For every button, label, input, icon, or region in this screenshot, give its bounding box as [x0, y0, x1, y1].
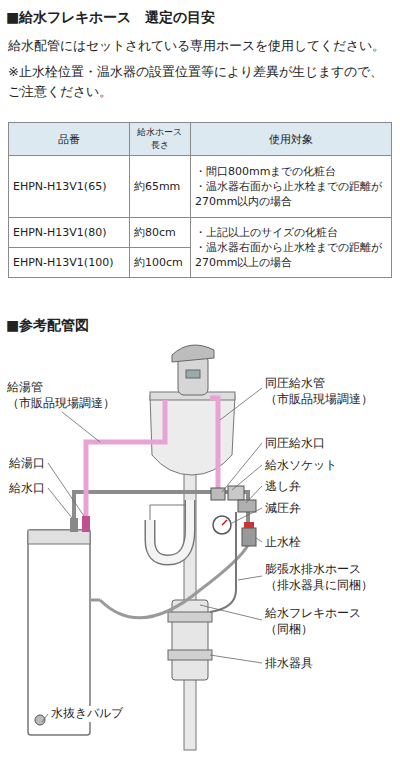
table-header: 品番: [13, 132, 125, 147]
usage-note: 給水配管にはセットされている専用ホースを使用してください。: [8, 38, 396, 54]
selection-table: 品番給水ホース長さ使用対象 EHPN-H13V1(65) 約65mm ・間口800mm…: [8, 122, 392, 278]
section-heading: ■参考配管図: [6, 316, 206, 334]
table-cell: 約100cm: [134, 255, 186, 270]
table-cell: ・温水器右面から止水栓までの距離が270mm以内の場合: [195, 179, 387, 209]
callout-label: 減圧弁: [264, 501, 302, 517]
callout-label: 同圧給水管 （市販品現場調達）: [264, 376, 396, 407]
section-heading: ■給水フレキホース 選定の目安: [6, 8, 394, 26]
table-cell: EHPN-H13V1(100): [13, 256, 125, 269]
callout-label: 同圧給水口: [264, 436, 326, 452]
callout-label: 止水栓: [264, 535, 302, 551]
callout-label: 給水口: [8, 481, 46, 497]
callout-label: 給水ソケット: [264, 458, 338, 474]
callout-label: 給湯管 （市販品現場調達）: [6, 380, 120, 411]
table-header: 給水ホース長さ: [134, 126, 186, 152]
table-cell: 約80cm: [134, 225, 186, 240]
callout-label: 逃し弁: [264, 479, 302, 495]
table-cell: 約65mm: [134, 179, 186, 194]
callout-label: 膨張水排水ホース （排水器具に同梱）: [264, 562, 396, 593]
table-header: 使用対象: [195, 132, 387, 147]
callout-label: 排水器具: [264, 656, 314, 672]
caution-note: ※止水栓位置・温水器の設置位置等により差異が生じますので、ご注意ください。: [8, 62, 394, 101]
table-cell: ・間口800mmまでの化粧台: [195, 164, 387, 179]
table-cell: ・上記以上のサイズの化粧台: [195, 225, 387, 240]
table-cell: ・温水器右面から止水栓までの距離が270mm以上の場合: [195, 240, 387, 270]
callout-label: 給湯口: [8, 456, 46, 472]
table-cell: EHPN-H13V1(80): [13, 226, 125, 239]
callout-label: 水抜きバルブ: [50, 706, 124, 722]
callout-label: 給水フレキホース （同梱）: [264, 606, 396, 637]
table-cell: EHPN-H13V1(65): [13, 180, 125, 193]
